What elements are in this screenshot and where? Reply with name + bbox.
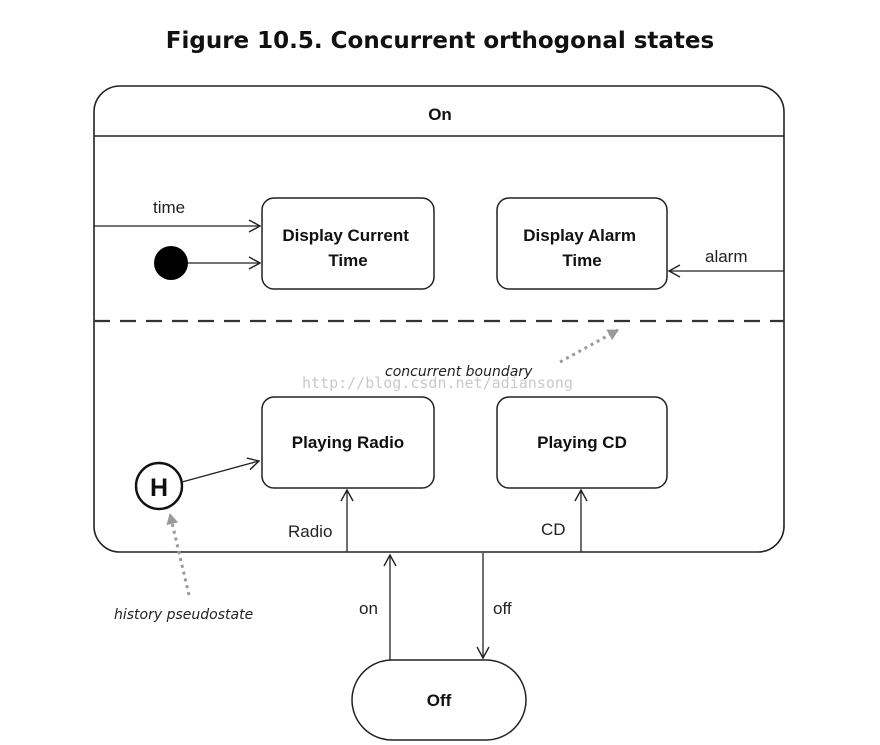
initial-pseudostate bbox=[154, 246, 188, 280]
display-current-time-label: Display Current Time bbox=[282, 226, 413, 270]
off-state bbox=[351, 659, 527, 741]
on-state-label: On bbox=[428, 105, 452, 124]
playing-cd-state bbox=[496, 396, 668, 489]
playing-radio-state bbox=[261, 396, 435, 489]
history-transition-arrow bbox=[181, 457, 261, 483]
display-current-time-state bbox=[261, 197, 435, 290]
history-pseudostate bbox=[134, 461, 184, 511]
playing-cd-label: Playing CD bbox=[537, 433, 627, 452]
display-alarm-time-state bbox=[496, 197, 668, 290]
cd-transition-label: CD bbox=[541, 520, 566, 539]
concurrent-boundary-pointer bbox=[559, 328, 619, 364]
watermark: http://blog.csdn.net/adiansong bbox=[302, 374, 573, 392]
display-alarm-time-line-2: Time bbox=[562, 251, 601, 270]
history-pseudostate-pointer bbox=[166, 513, 191, 596]
on-composite-state bbox=[93, 85, 785, 553]
on-transition-label: on bbox=[359, 599, 378, 618]
playing-radio-label: Playing Radio bbox=[292, 433, 404, 452]
display-alarm-time-label: Display Alarm Time bbox=[523, 226, 640, 270]
display-current-time-line-1: Display Current bbox=[282, 226, 409, 245]
alarm-transition-label: alarm bbox=[705, 247, 748, 266]
off-state-label: Off bbox=[427, 691, 452, 710]
history-label: H bbox=[150, 474, 168, 502]
off-transition-label: off bbox=[493, 599, 512, 618]
display-current-time-line-2: Time bbox=[328, 251, 367, 270]
radio-transition-label: Radio bbox=[288, 522, 332, 541]
concurrent-boundary-note: concurrent boundary bbox=[385, 364, 533, 380]
time-transition-label: time bbox=[153, 198, 185, 217]
figure-title: Figure 10.5. Concurrent orthogonal state… bbox=[165, 28, 715, 54]
display-alarm-time-line-1: Display Alarm bbox=[523, 226, 636, 245]
history-pseudostate-note: history pseudostate bbox=[114, 607, 253, 623]
